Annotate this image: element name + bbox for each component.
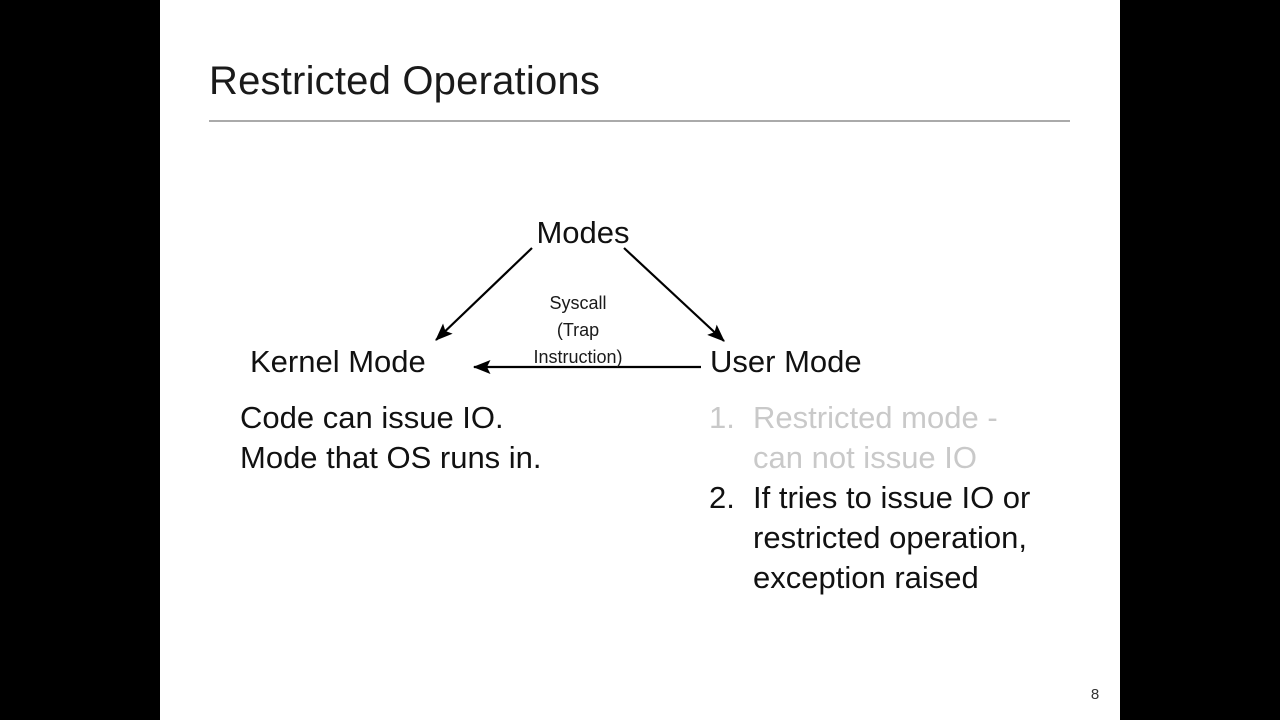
page-number: 8	[1090, 686, 1100, 703]
list-item-text: If tries to issue IO or restricted opera…	[753, 480, 1031, 595]
list-item-number: 1.	[709, 400, 735, 435]
arrow-modes-to-user	[623, 247, 725, 342]
list-item-number: 2.	[709, 480, 735, 515]
slide-canvas: Restricted Operations Modes Syscall (Tra…	[160, 0, 1120, 720]
kernel-mode-description: Code can issue IO. Mode that OS runs in.	[240, 398, 640, 478]
diagram-edge-label: Syscall (Trap Instruction)	[518, 290, 638, 371]
kernel-mode-line-1: Code can issue IO.	[240, 400, 504, 435]
letterbox-bar-left	[0, 0, 160, 720]
kernel-mode-line-2: Mode that OS runs in.	[240, 440, 542, 475]
letterbox-bar-right	[1120, 0, 1280, 720]
edge-label-line-2: (Trap	[556, 320, 600, 340]
diagram-node-kernel-mode: Kernel Mode	[250, 344, 426, 379]
list-item: 2. If tries to issue IO or restricted op…	[709, 478, 1049, 598]
title-divider	[209, 120, 1070, 122]
list-item-text: Restricted mode - can not issue IO	[753, 400, 998, 475]
edge-label-line-1: Syscall	[549, 293, 607, 313]
list-item: 1. Restricted mode - can not issue IO	[709, 398, 1049, 478]
user-mode-description: 1. Restricted mode - can not issue IO 2.…	[709, 398, 1049, 598]
diagram-node-user-mode: User Mode	[710, 344, 862, 379]
diagram-node-modes: Modes	[536, 215, 630, 250]
page-title: Restricted Operations	[209, 59, 601, 103]
edge-label-line-3: Instruction)	[533, 347, 623, 367]
